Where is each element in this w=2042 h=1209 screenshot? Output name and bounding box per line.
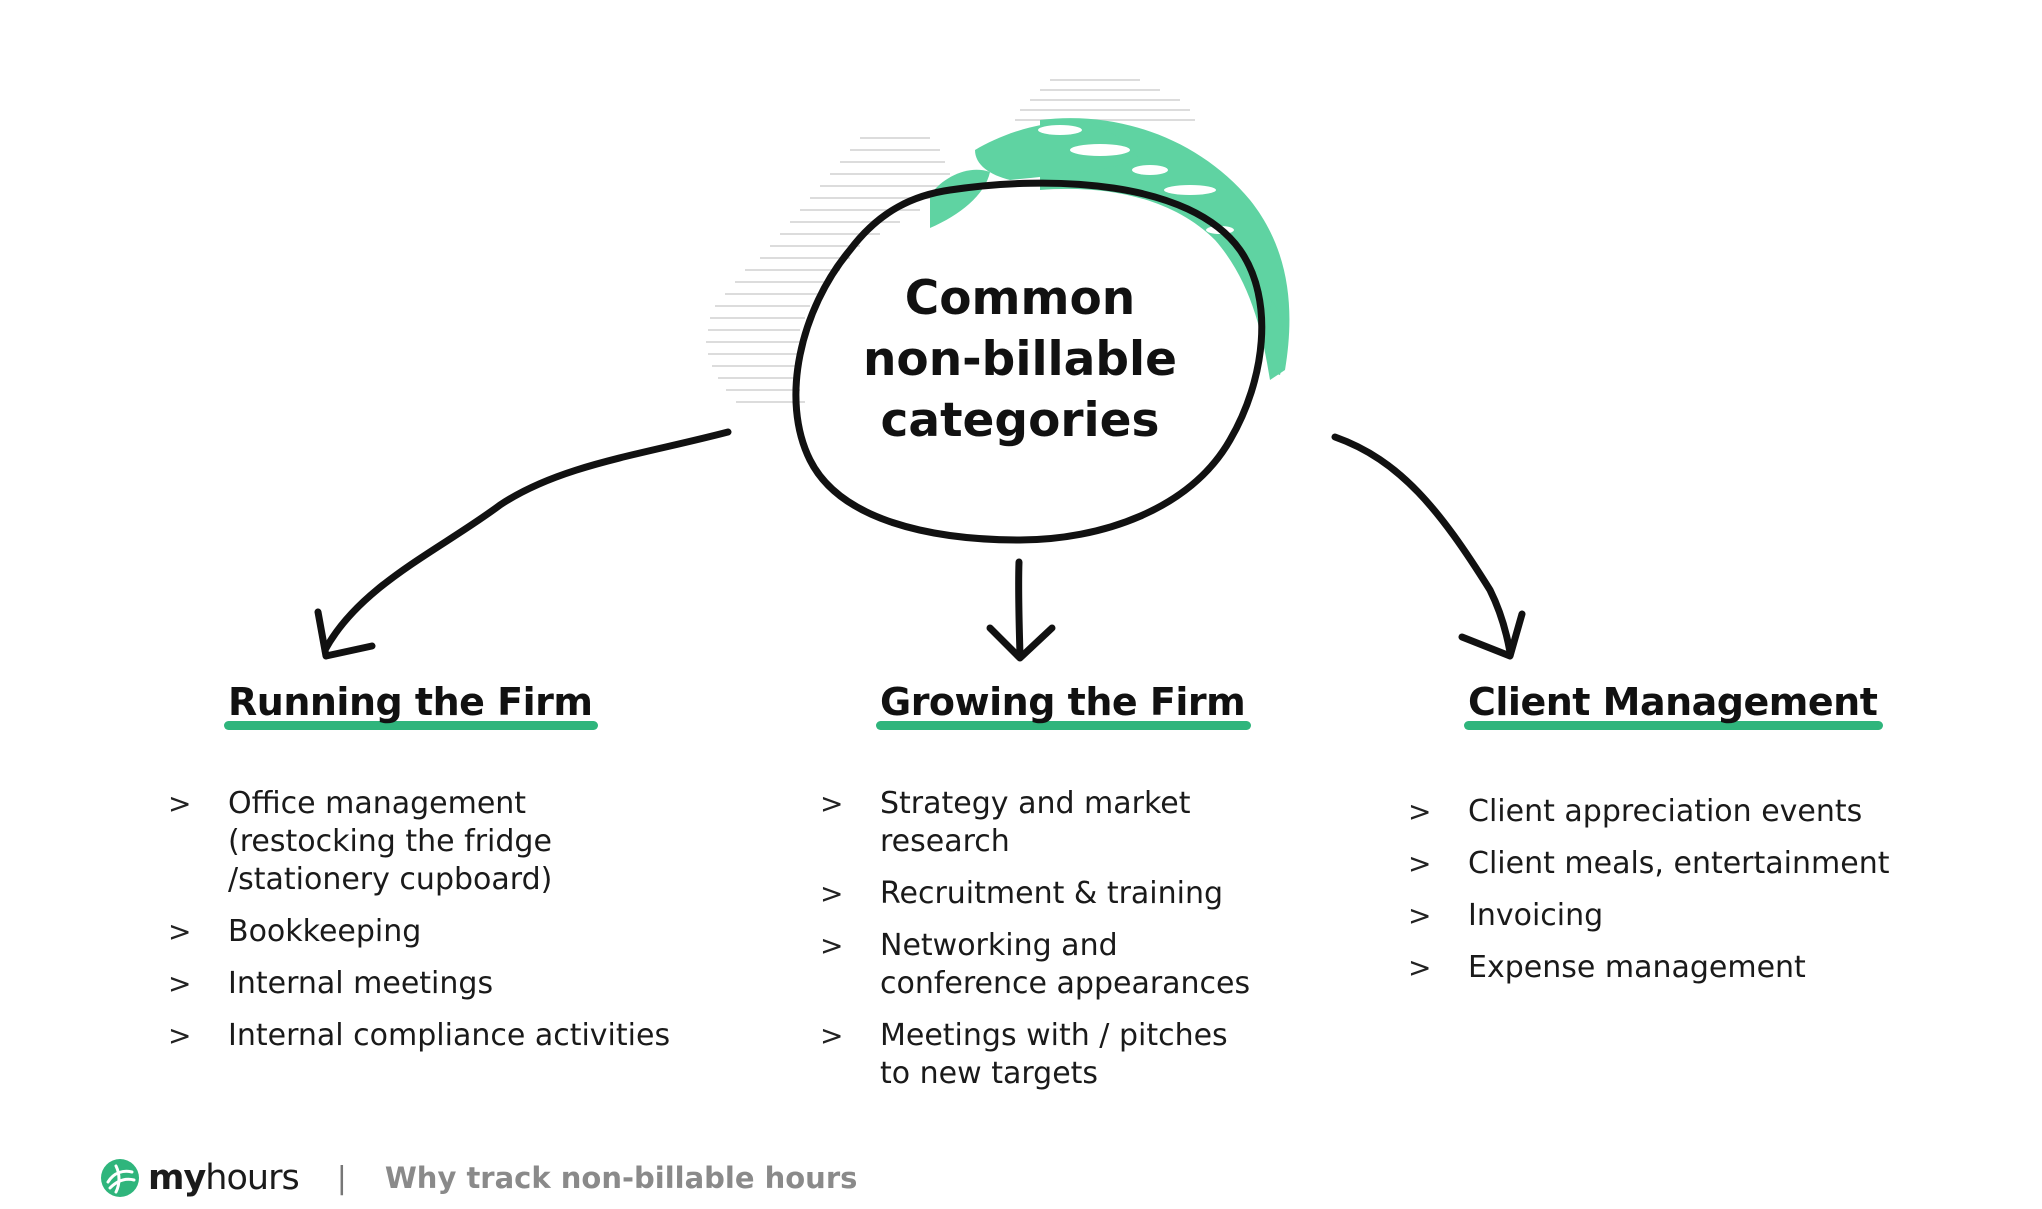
chevron-right-icon: > [1408, 795, 1432, 828]
item-list: >Office management (restocking the fridg… [168, 785, 788, 1069]
chevron-right-icon: > [820, 929, 844, 962]
list-item: >Strategy and market research [820, 786, 1191, 859]
center-title: Common non-billable categories [830, 268, 1210, 451]
center-title-line-1: Common [904, 271, 1136, 326]
footer: myhours | Why track non-billable hours [100, 1155, 857, 1201]
list-item: >Internal meetings [168, 966, 494, 1001]
column-running-the-firm: Running the Firm >Office management (res… [168, 680, 670, 1053]
column-client-management: Client Management >Client appreciation e… [1408, 680, 1889, 985]
center-circle [792, 179, 1266, 544]
chevron-right-icon: > [1408, 847, 1432, 880]
chevron-right-icon: > [168, 915, 192, 948]
chevron-right-icon: > [1408, 951, 1432, 984]
center-title-line-2: non-billable [862, 332, 1178, 387]
chevron-right-icon: > [820, 1019, 844, 1052]
list-item: >Internal compliance activities [168, 1018, 671, 1053]
chevron-right-icon: > [1408, 899, 1432, 932]
arrow-left [321, 428, 732, 654]
item-list: >Client appreciation events >Client meal… [1408, 793, 2028, 1001]
item-list: >Strategy and market research >Recruitme… [820, 785, 1440, 1107]
heading-underline [1464, 721, 1884, 730]
column-heading: Running the Firm [224, 680, 599, 730]
arrow-middle-head [986, 624, 1056, 662]
list-item: >Invoicing [1408, 898, 1604, 933]
chevron-right-icon: > [168, 967, 192, 1000]
globe-speckles [1038, 125, 1234, 234]
list-item: >Recruitment & training [820, 876, 1224, 911]
column-growing-the-firm: Growing the Firm >Strategy and market re… [820, 680, 1252, 1091]
column-heading: Client Management [1464, 680, 1884, 730]
center-title-line-3: categories [880, 393, 1160, 448]
arrow-right [1331, 433, 1514, 656]
arrow-right-head [1458, 610, 1526, 660]
list-item: >Client meals, entertainment [1408, 846, 1890, 881]
heading-underline [876, 721, 1252, 730]
myhours-logo-icon [101, 1159, 139, 1197]
chevron-right-icon: > [168, 787, 192, 820]
footer-separator: | [336, 1160, 347, 1196]
list-item: >Office management (restocking the fridg… [168, 786, 553, 897]
footer-tagline: Why track non-billable hours [384, 1161, 858, 1195]
arrow-left-head [314, 608, 376, 660]
chevron-right-icon: > [820, 877, 844, 910]
list-item: >Expense management [1408, 950, 1806, 985]
arrow-middle [1015, 558, 1024, 659]
list-item: >Meetings with / pitches to new targets [820, 1018, 1228, 1091]
chevron-right-icon: > [820, 787, 844, 820]
chevron-right-icon: > [168, 1019, 192, 1052]
brand-name: myhours [148, 1158, 300, 1198]
list-item: >Networking and conference appearances [820, 928, 1251, 1001]
list-item: >Bookkeeping [168, 914, 422, 949]
heading-underline [224, 721, 599, 730]
column-heading: Growing the Firm [876, 680, 1252, 730]
list-item: >Client appreciation events [1408, 794, 1863, 829]
